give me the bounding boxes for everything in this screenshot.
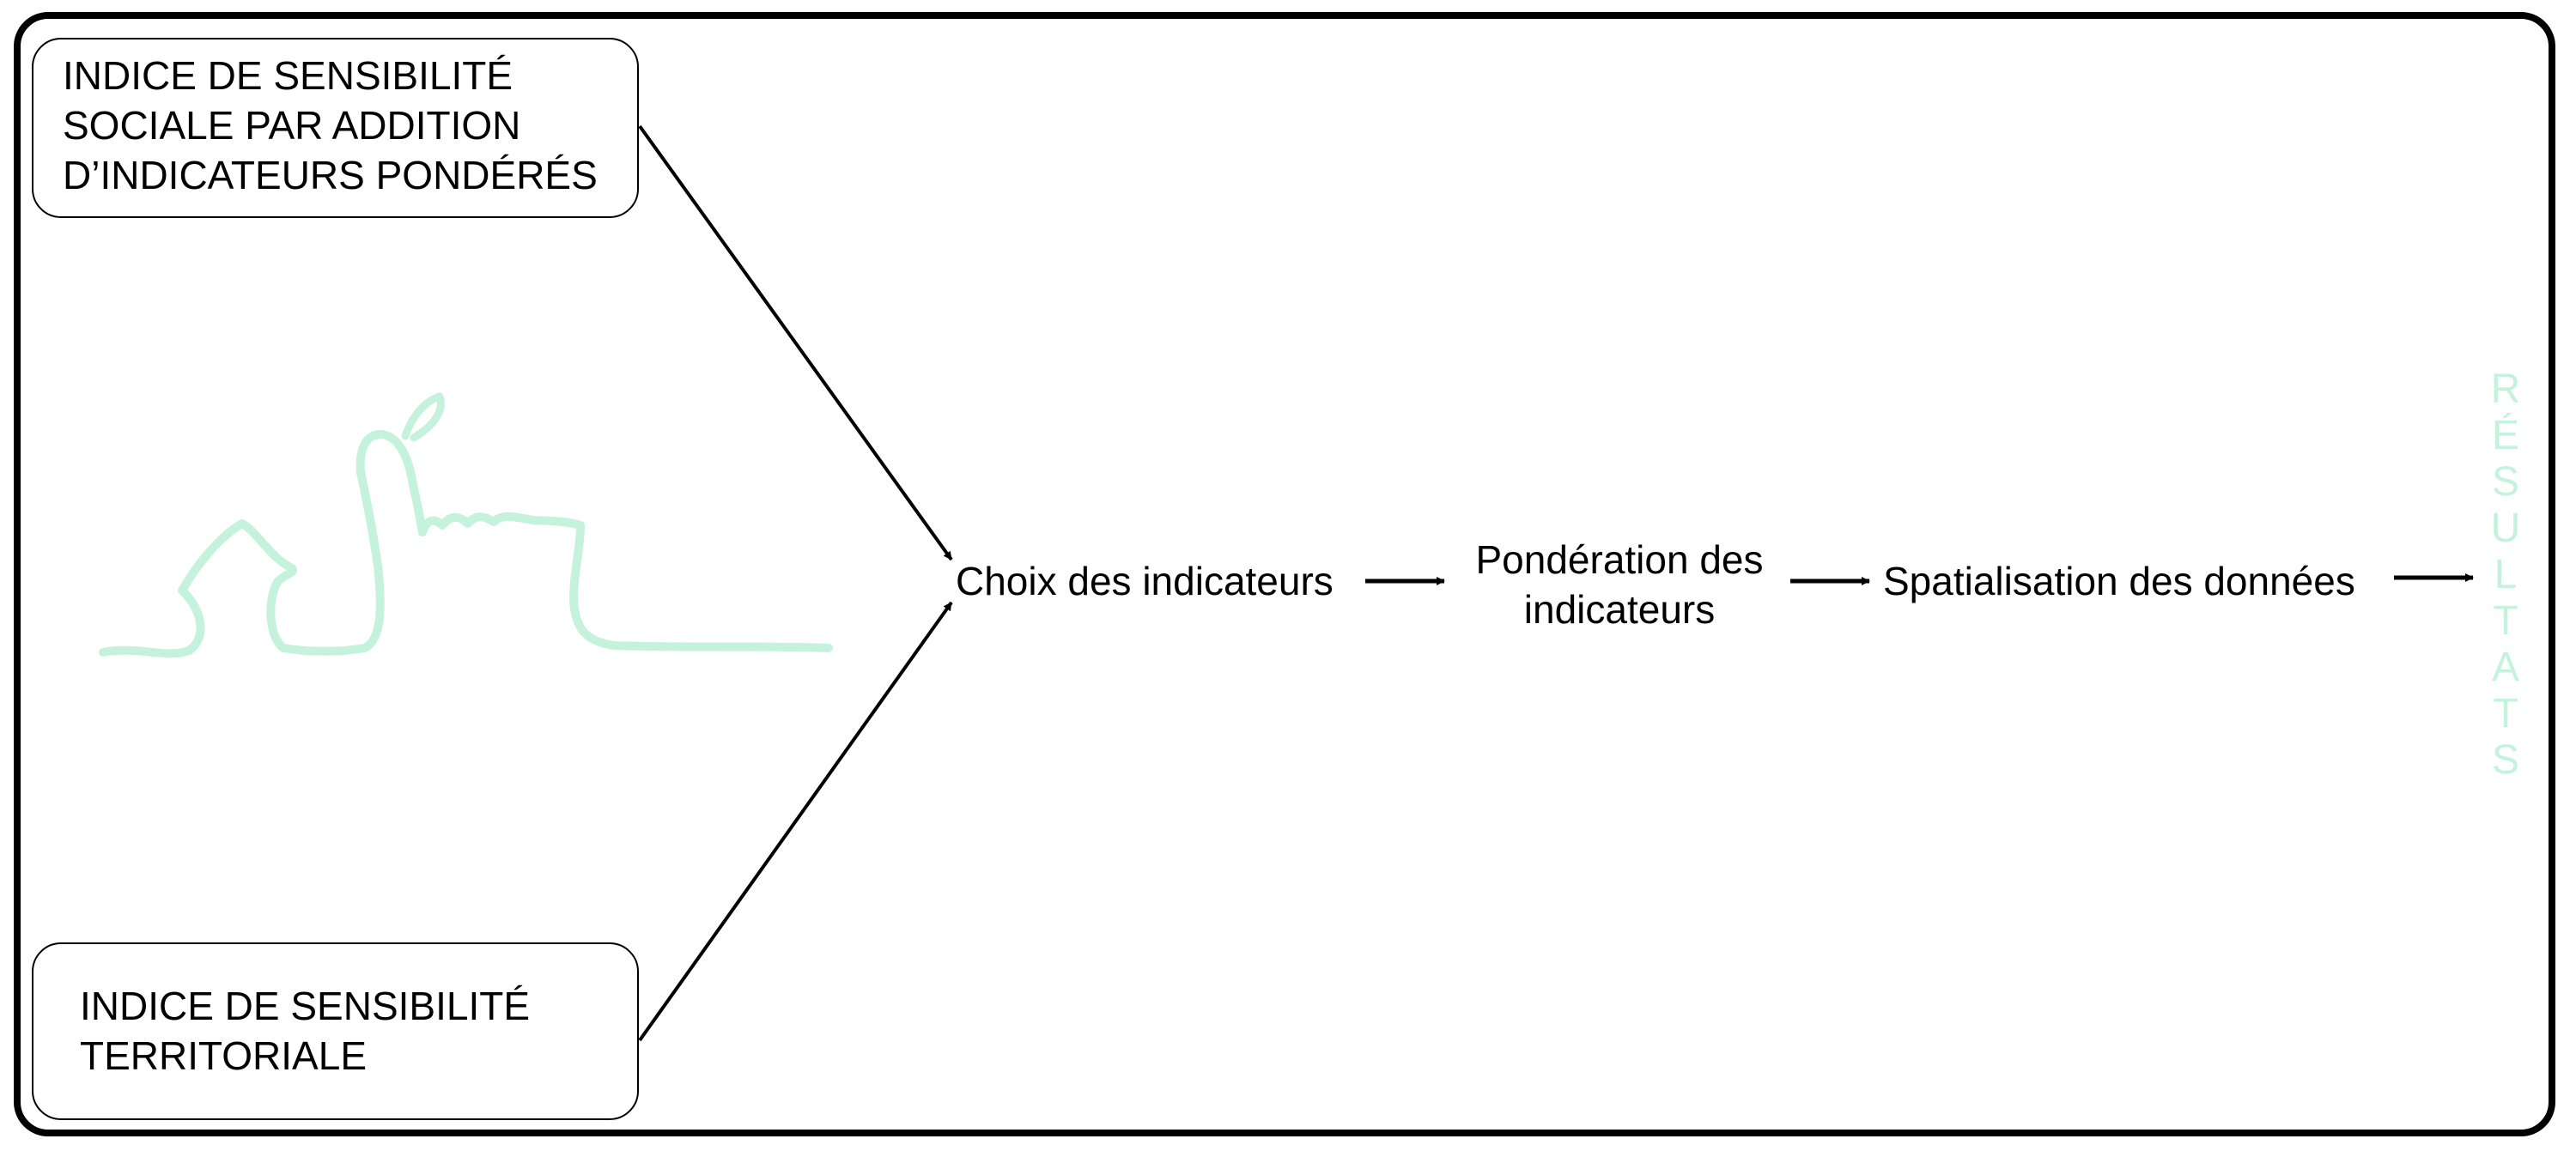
step-choix-indicateurs: Choix des indicateurs — [956, 559, 1334, 603]
resultats-letter: T — [2493, 691, 2518, 736]
resultats-letter: U — [2490, 506, 2521, 551]
arrow-territorial-to-choix — [638, 601, 953, 1042]
step-ponderation-indicateurs: Pondération des indicateurs — [1475, 537, 1764, 632]
box-territorial-sensitivity: INDICE DE SENSIBILITÉ TERRITORIALE — [32, 942, 639, 1120]
resultats-letter: A — [2491, 645, 2519, 690]
resultats-letter: S — [2491, 459, 2519, 505]
resultats-letter: R — [2490, 366, 2521, 412]
doodle-sketch — [99, 430, 833, 658]
resultats-letter: L — [2494, 552, 2518, 597]
box-social-sensitivity: INDICE DE SENSIBILITÉ SOCIALE PAR ADDITI… — [32, 38, 639, 218]
arrow-social-to-choix — [638, 124, 953, 561]
resultats-letter: T — [2493, 598, 2518, 644]
resultats-letter: S — [2491, 737, 2519, 783]
step-spatialisation-donnees: Spatialisation des données — [1883, 559, 2355, 603]
resultats-letter: É — [2491, 413, 2519, 458]
diagram-frame — [14, 12, 2555, 1136]
doodle-leaf — [401, 392, 445, 442]
